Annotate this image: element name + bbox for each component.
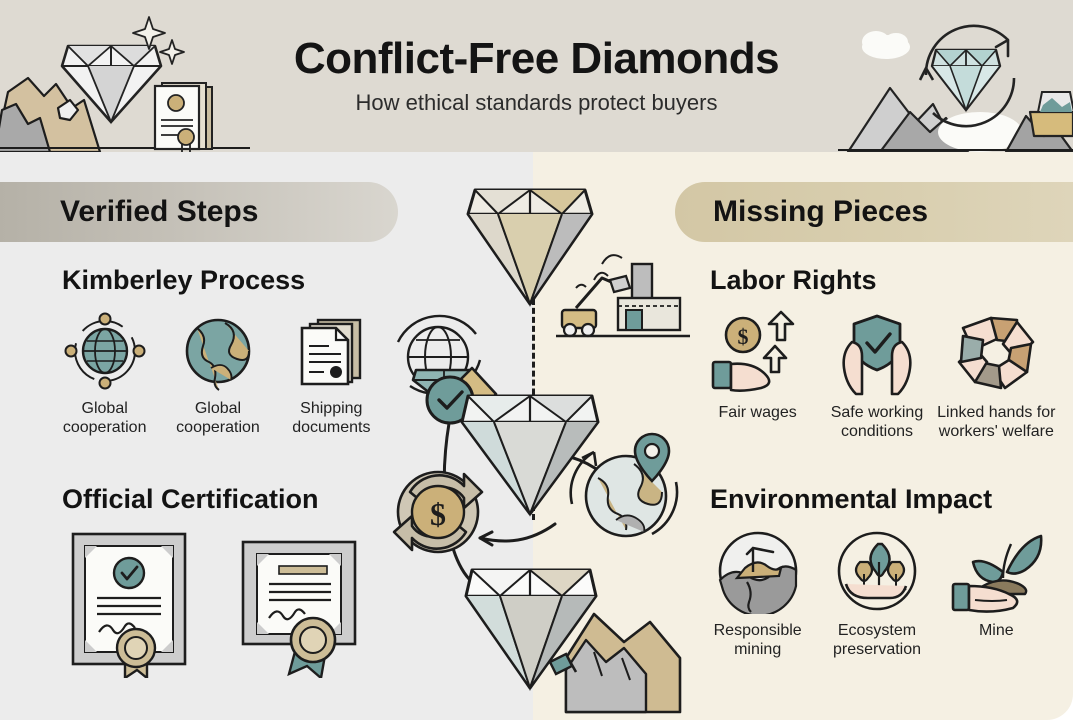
list-item[interactable]: Mine [937,528,1056,660]
list-item-label: Linked hands for workers' welfare [937,404,1056,440]
factory-excavator-icon [556,254,690,338]
page-title: Conflict-Free Diamonds [293,33,780,83]
header-band: Conflict-Free Diamonds How ethical stand… [0,0,1073,152]
list-item[interactable]: Linked hands for workers' welfare [937,310,1056,442]
diamond-icon [930,48,1002,113]
sparkle-icon [159,39,185,65]
rock-quarry-icon [548,612,682,714]
official-certification-items [50,528,390,686]
circular-arrows-icon [918,24,1016,128]
documents-icon [301,318,362,386]
globe-location-pin-icon [569,432,679,538]
diamond-blue-icon [460,394,600,517]
list-item-label: Shipping documents [292,400,371,436]
missing-pieces-panel [533,152,1073,720]
environmental-impact-heading: Environmental Impact [710,484,993,514]
verified-steps-label: Verified Steps [60,195,259,228]
list-item-label: Safe working conditions [830,404,924,440]
globe-icon [185,318,251,391]
list-item-label: Global cooperation [176,400,260,436]
trees-in-hands-circle-icon [837,531,917,611]
magnifier-globe-verify-icon [396,314,498,425]
list-item[interactable] [220,528,390,686]
list-item-label: Global cooperation [62,400,147,436]
environmental-impact-items: Responsible mining Ecosystem preservatio… [698,528,1056,660]
svg-text:$: $ [737,324,748,349]
mountain-range-icon [846,86,1073,152]
list-item[interactable]: Global cooperation [161,310,274,438]
hand-sapling-icon [952,534,1043,613]
center-flow-diagram: $ [392,188,690,714]
shield-hands-icon [842,314,912,396]
list-item-label: Ecosystem preservation [832,622,922,658]
sparkle-icon [132,16,166,50]
diamond-icon [60,44,163,125]
certificate-documents-icon [153,82,213,152]
list-item[interactable]: Ecosystem preservation [817,528,936,660]
labor-rights-heading: Labor Rights [710,265,877,295]
list-item-label: Responsible mining [713,622,802,658]
official-certification-heading: Official Certification [62,484,319,514]
diamond-gold-icon [466,188,594,307]
linked-hands-icon [958,316,1035,390]
header-art-left [0,16,250,152]
svg-text:$: $ [430,496,446,532]
mining-site-circle-icon [718,531,797,614]
certificate-ribbon-seal-icon [241,540,357,678]
cloud-icon [862,31,910,59]
list-item[interactable] [50,528,220,686]
list-item[interactable]: Shipping documents [275,310,388,438]
hand-coin-arrows-icon: $ [711,310,794,392]
list-item[interactable]: Global cooperation [48,310,161,438]
list-item-label: Mine [978,622,1014,639]
globe-network-icon [64,312,146,390]
page-subtitle: How ethical standards protect buyers [355,90,718,116]
list-item[interactable]: $ Fair wages [698,310,817,442]
kimberley-process-heading: Kimberley Process [62,265,306,295]
verified-steps-pill: Verified Steps [0,182,398,242]
diamond-clear-icon [464,568,598,692]
header-art-right [838,24,1073,152]
list-item-label: Fair wages [718,404,797,421]
list-item[interactable]: Responsible mining [698,528,817,660]
missing-pieces-pill: Missing Pieces [675,182,1073,242]
missing-pieces-label: Missing Pieces [713,195,929,228]
certificate-check-seal-icon [71,532,187,678]
currency-recycle-icon: $ [392,470,484,554]
kimberley-process-items: Global cooperation Global cooperation [48,310,388,438]
labor-rights-items: $ Fair wages Safe working conditions [698,310,1056,442]
list-item[interactable]: Safe working conditions [817,310,936,442]
